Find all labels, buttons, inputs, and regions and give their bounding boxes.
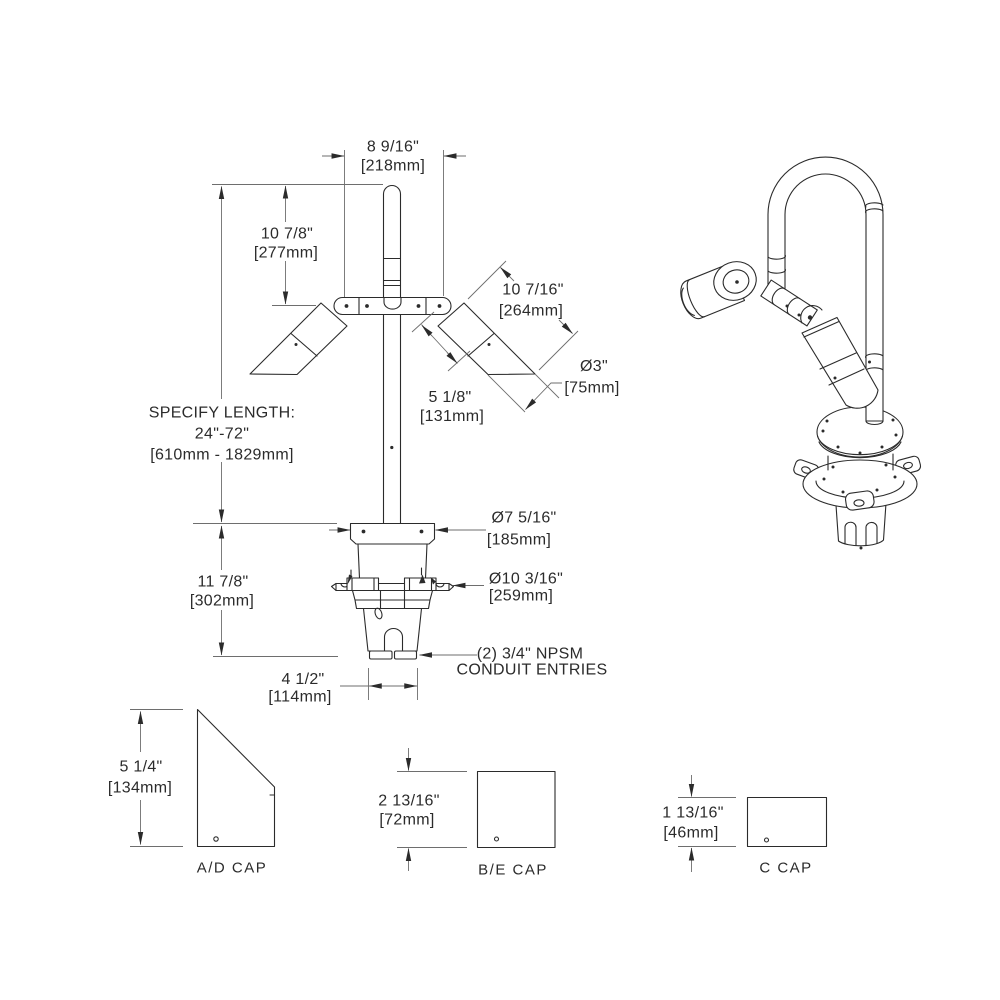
dim-base-height-mm: [302mm]	[190, 593, 254, 610]
dim-lamp-diameter-mm: [75mm]	[564, 380, 619, 397]
c-cap-shape	[746, 796, 828, 848]
isometric-view	[680, 156, 922, 550]
iso-left-lamp	[680, 261, 757, 320]
dim-lamp-length: 10 7/16" [264mm]	[467, 260, 579, 371]
be-cap-label: B/E CAP	[478, 862, 548, 879]
crossbar-hub	[333, 296, 452, 316]
c-cap-dim-mm: [46mm]	[663, 825, 718, 842]
iso-arm	[760, 279, 823, 327]
be-cap-dim-mm: [72mm]	[379, 812, 434, 829]
iso-base-dome	[816, 406, 904, 458]
c-cap-dim-in: 1 13/16"	[662, 805, 723, 822]
dim-specify-length: SPECIFY LENGTH: 24"-72" [610mm - 1829mm]	[149, 185, 337, 524]
front-view: 8 9/16" [218mm] 10 7/8" [277mm] SPECIFY …	[149, 139, 620, 706]
cap-view-be: 2 13/16" [72mm] B/E CAP	[378, 748, 556, 879]
cap-view-c: 1 13/16" [46mm] C CAP	[662, 775, 828, 877]
dim-top-width: 8 9/16" [218mm]	[322, 139, 466, 297]
left-lamp-head	[249, 302, 348, 376]
ad-cap-dim-in: 5 1/4"	[119, 759, 162, 776]
iso-lower-lamp	[801, 316, 879, 409]
dim-upper-height: 10 7/8" [277mm]	[212, 184, 383, 306]
dim-lamp-diameter-in: Ø3"	[580, 358, 608, 375]
dim-lamp-diameter: Ø3" [75mm]	[525, 358, 619, 410]
specify-length-line2: 24"-72"	[195, 426, 249, 443]
iso-base	[793, 406, 922, 550]
dim-lamp-body: 5 1/8" [131mm]	[411, 311, 484, 425]
dim-top-flange-in: Ø7 5/16"	[491, 510, 556, 527]
base-top-flange	[349, 522, 436, 545]
dim-mid-flange-mm: [259mm]	[489, 588, 553, 605]
dim-top-width-in: 8 9/16"	[367, 139, 419, 156]
conduit-note-line2: CONDUIT ENTRIES	[457, 662, 608, 679]
conduit-foot-right	[393, 650, 418, 660]
pole-set-screw	[390, 445, 394, 450]
dim-base-width-in: 4 1/2"	[281, 671, 324, 688]
dim-base-height-in: 11 7/8"	[197, 574, 248, 591]
dim-mid-flange-in: Ø10 3/16"	[489, 571, 563, 588]
be-cap-shape	[476, 770, 556, 849]
dim-lamp-length-in: 10 7/16"	[502, 282, 563, 299]
dim-base-width-mm: [114mm]	[268, 689, 331, 706]
right-lamp-head	[437, 302, 560, 413]
conduit-note: (2) 3/4" NPSM CONDUIT ENTRIES	[418, 646, 608, 679]
dim-top-flange-mm: [185mm]	[487, 532, 551, 549]
dim-base-width: 4 1/2" [114mm]	[268, 668, 418, 706]
dim-upper-height-in: 10 7/8"	[261, 226, 313, 243]
base-mid-flange	[335, 582, 450, 592]
c-cap-label: C CAP	[759, 860, 812, 877]
pole	[382, 185, 402, 524]
cap-view-ad: 5 1/4" [134mm] A/D CAP	[108, 708, 276, 877]
dim-top-width-mm: [218mm]	[361, 158, 425, 175]
dim-lamp-body-mm: [131mm]	[420, 408, 484, 425]
conduit-note-line1: (2) 3/4" NPSM	[477, 646, 584, 663]
front-view-dimensions: 8 9/16" [218mm] 10 7/8" [277mm] SPECIFY …	[149, 139, 620, 706]
ad-cap-label: A/D CAP	[197, 860, 268, 877]
dim-mid-flange-diameter: Ø10 3/16" [259mm]	[452, 571, 563, 605]
ad-cap-shape	[196, 708, 276, 848]
specify-length-line3: [610mm - 1829mm]	[150, 447, 294, 464]
ground-base	[330, 522, 455, 660]
dim-lamp-body-in: 5 1/8"	[428, 389, 471, 406]
specify-length-line1: SPECIFY LENGTH:	[149, 405, 295, 422]
ad-cap-dim-mm: [134mm]	[108, 780, 172, 797]
dim-upper-height-mm: [277mm]	[254, 245, 318, 262]
dim-base-height: 11 7/8" [302mm]	[190, 525, 338, 657]
dim-top-flange-diameter: Ø7 5/16" [185mm]	[329, 510, 556, 549]
dim-lamp-length-mm: [264mm]	[499, 303, 563, 320]
conduit-foot-left	[368, 650, 393, 660]
be-cap-dim-in: 2 13/16"	[378, 793, 439, 810]
